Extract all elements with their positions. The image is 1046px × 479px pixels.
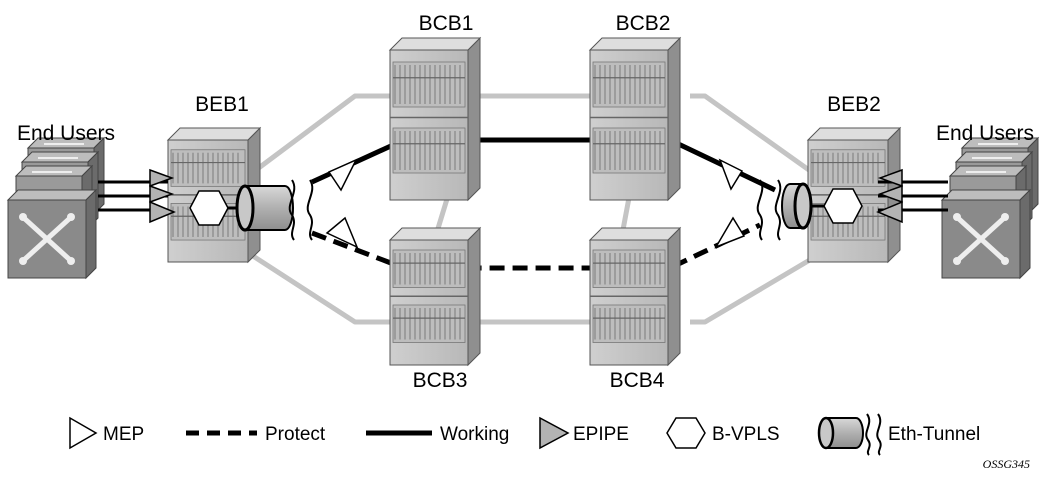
bcb1-label: BCB1: [419, 12, 474, 35]
bcb2-node: [588, 36, 682, 202]
eth-tunnel-icon: [756, 179, 824, 241]
mep-icon: [325, 158, 746, 249]
legend-bvpls-icon: [666, 417, 706, 449]
beb2-label: BEB2: [827, 93, 881, 116]
end-users-left-label: End Users: [17, 122, 115, 145]
legend: MEP Protect Working EPIPE B-VPLS Eth-Tun…: [69, 413, 980, 456]
legend-protect-label: Protect: [265, 424, 326, 445]
legend-eth-tunnel-icon: [817, 413, 882, 456]
working-path: [310, 137, 777, 193]
legend-eth-tunnel-label: Eth-Tunnel: [888, 424, 980, 445]
bcb4-label: BCB4: [610, 369, 665, 392]
mesh-links: [234, 93, 832, 325]
bcb3-label: BCB3: [413, 369, 468, 392]
bcb4-node: [588, 226, 682, 367]
end-users-left-switches: [6, 136, 106, 280]
legend-epipe-label: EPIPE: [573, 424, 629, 445]
protect-path: [311, 222, 762, 271]
legend-bvpls-label: B-VPLS: [712, 424, 780, 445]
legend-mep-icon: [69, 416, 98, 450]
beb1-label: BEB1: [195, 93, 249, 116]
eth-tunnel-icon: [228, 179, 314, 241]
bcb1-node: [388, 36, 482, 202]
bvpls-icon: [823, 188, 863, 224]
legend-working-label: Working: [440, 424, 509, 445]
bvpls-icon: [189, 190, 229, 226]
end-users-right-label: End Users: [936, 122, 1034, 145]
legend-epipe-icon: [539, 416, 570, 450]
beb2-node: [806, 126, 902, 264]
end-users-right-switches: [940, 136, 1040, 280]
bcb3-node: [388, 226, 482, 367]
epipe-icon: [149, 168, 903, 224]
legend-mep-label: MEP: [103, 424, 144, 445]
bcb2-label: BCB2: [616, 12, 671, 35]
figure-id: OSSG345: [983, 457, 1030, 471]
